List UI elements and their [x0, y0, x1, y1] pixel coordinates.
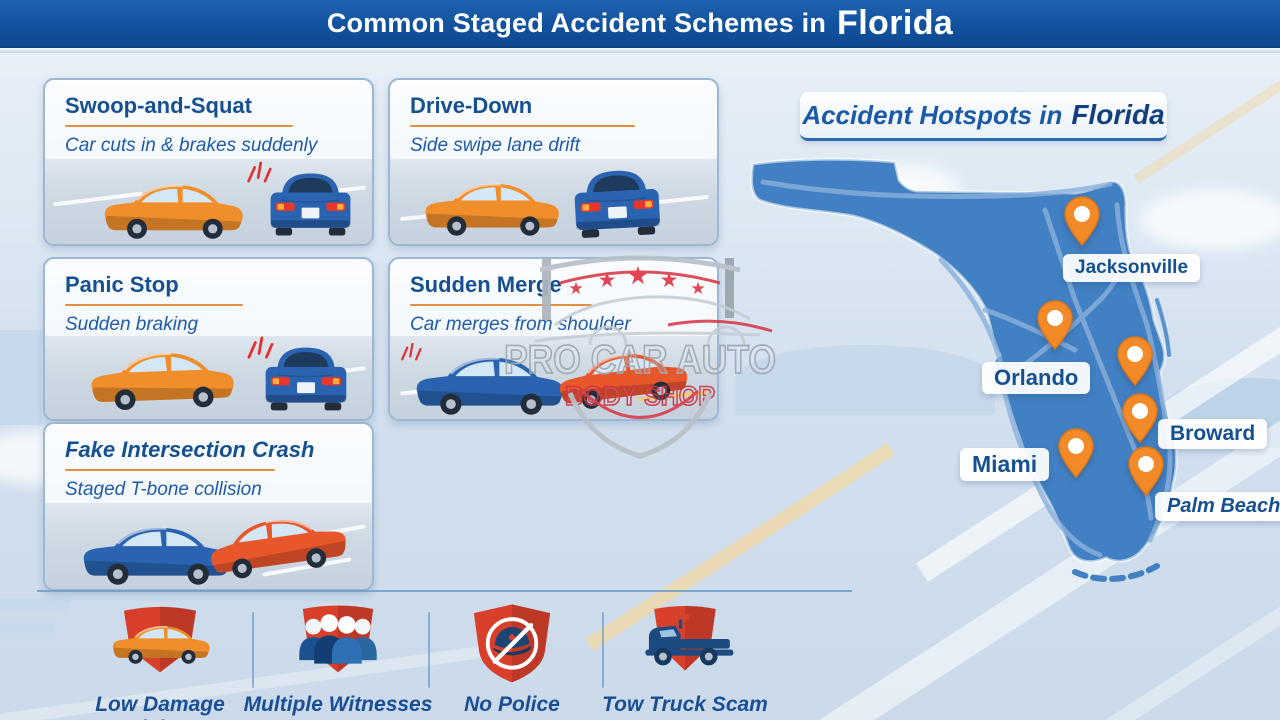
scheme-card-fake-intersection-crash: Fake Intersection Crash Staged T-bone co…	[43, 422, 374, 591]
red-car-side	[200, 498, 358, 585]
people-group	[299, 614, 377, 664]
orange-car-side	[418, 172, 563, 238]
scheme-illustration	[45, 503, 372, 589]
indicator-separator	[428, 612, 430, 688]
accent-rule	[410, 304, 592, 306]
scheme-title: Swoop-and-Squat	[65, 93, 252, 118]
indicator-multiple-witnesses: Multiple Witnesses	[238, 602, 438, 717]
scheme-illustration	[390, 335, 717, 419]
indicator-label: Tow Truck Scam	[602, 693, 768, 716]
tow-truck-shield-icon	[585, 602, 785, 690]
page-title: Common Staged Accident Schemes in	[326, 7, 827, 38]
city-label-palm-beach: Palm Beach	[1155, 492, 1280, 521]
scheme-subtitle: Sudden braking	[65, 314, 199, 335]
florida-shape	[749, 157, 1178, 564]
impact-spark-icon	[400, 342, 422, 362]
map-pin-broward	[1122, 393, 1158, 443]
scheme-title: Drive-Down	[410, 93, 533, 118]
scheme-subtitle: Staged T-bone collision	[65, 479, 262, 500]
hill-shape	[735, 345, 995, 415]
indicator-label: No Police	[464, 693, 560, 716]
scheme-illustration	[390, 158, 717, 245]
indicator-low-damage-claims: Low Damage Claims	[60, 602, 260, 720]
guardrail-shape	[0, 598, 70, 612]
cape-canaveral-sliver	[1155, 298, 1171, 357]
accent-rule	[410, 125, 635, 127]
scheme-card-drive-down: Drive-Down Side swipe lane drift	[388, 78, 719, 246]
header-divider	[0, 48, 1280, 53]
scheme-title: Panic Stop	[65, 272, 179, 297]
florida-keys	[1072, 563, 1160, 582]
map-pin-palm-beach	[1128, 446, 1164, 496]
overpass-shape	[0, 330, 42, 425]
tow-truck	[645, 614, 734, 666]
impact-spark-icon	[246, 336, 274, 360]
bottom-divider	[37, 590, 852, 592]
indicator-no-police: No Police	[412, 602, 612, 717]
city-label-orlando: Orlando	[982, 362, 1091, 394]
header-bar: Common Staged Accident Schemes in Florid…	[0, 0, 1280, 46]
scheme-card-panic-stop: Panic Stop Sudden braking	[43, 257, 374, 421]
map-title-emphasis: Florida	[1071, 99, 1165, 130]
blue-car-rear	[263, 167, 358, 242]
city-label-miami: Miami	[960, 448, 1050, 481]
shield-bar-right	[725, 258, 734, 318]
scheme-illustration	[45, 335, 372, 419]
blue-car-rear	[565, 161, 669, 245]
map-title-text: Accident Hotspots in	[802, 99, 1063, 130]
witnesses-shield-icon	[238, 602, 438, 690]
scheme-card-sudden-merge: Sudden Merge Car merges from shoulder	[388, 257, 719, 421]
impact-spark-icon	[246, 161, 272, 184]
red-car-side	[548, 336, 695, 416]
indicator-label: Multiple Witnesses	[243, 693, 433, 716]
accent-rule	[65, 469, 275, 471]
guardrail-shape	[0, 622, 55, 634]
map-panel-title: Accident Hotspots in Florida	[800, 92, 1167, 141]
page-title-emphasis: Florida	[837, 3, 954, 42]
city-label-jacksonville: Jacksonville	[1063, 254, 1201, 282]
scheme-illustration	[45, 158, 372, 244]
city-label-broward: Broward	[1158, 419, 1268, 449]
orange-car-side	[97, 173, 247, 241]
orange-car-side	[82, 338, 239, 413]
scheme-subtitle: Car cuts in & brakes suddenly	[65, 135, 318, 156]
blue-car-side	[408, 345, 568, 417]
no-police-shield-icon	[412, 602, 612, 690]
map-pin-orlando	[1037, 300, 1073, 350]
indicator-separator	[252, 612, 254, 688]
scheme-title: Fake Intersection Crash	[65, 437, 315, 462]
scheme-card-swoop-and-squat: Swoop-and-Squat Car cuts in & brakes sud…	[43, 78, 374, 246]
accent-rule	[65, 304, 243, 306]
accent-rule	[65, 125, 293, 127]
scheme-subtitle: Car merges from shoulder	[410, 314, 631, 335]
cloud-shape	[1140, 190, 1280, 250]
indicator-separator	[602, 612, 604, 688]
map-pin-jacksonville	[1064, 196, 1100, 246]
car-shield-icon	[60, 602, 260, 690]
scheme-subtitle: Side swipe lane drift	[410, 135, 581, 156]
map-pin	[1117, 336, 1153, 386]
indicator-tow-truck-scam: Tow Truck Scam	[585, 602, 785, 717]
scheme-title: Sudden Merge	[410, 272, 562, 297]
indicator-label: Low Damage Claims	[95, 693, 225, 720]
map-pin-miami	[1058, 428, 1094, 478]
